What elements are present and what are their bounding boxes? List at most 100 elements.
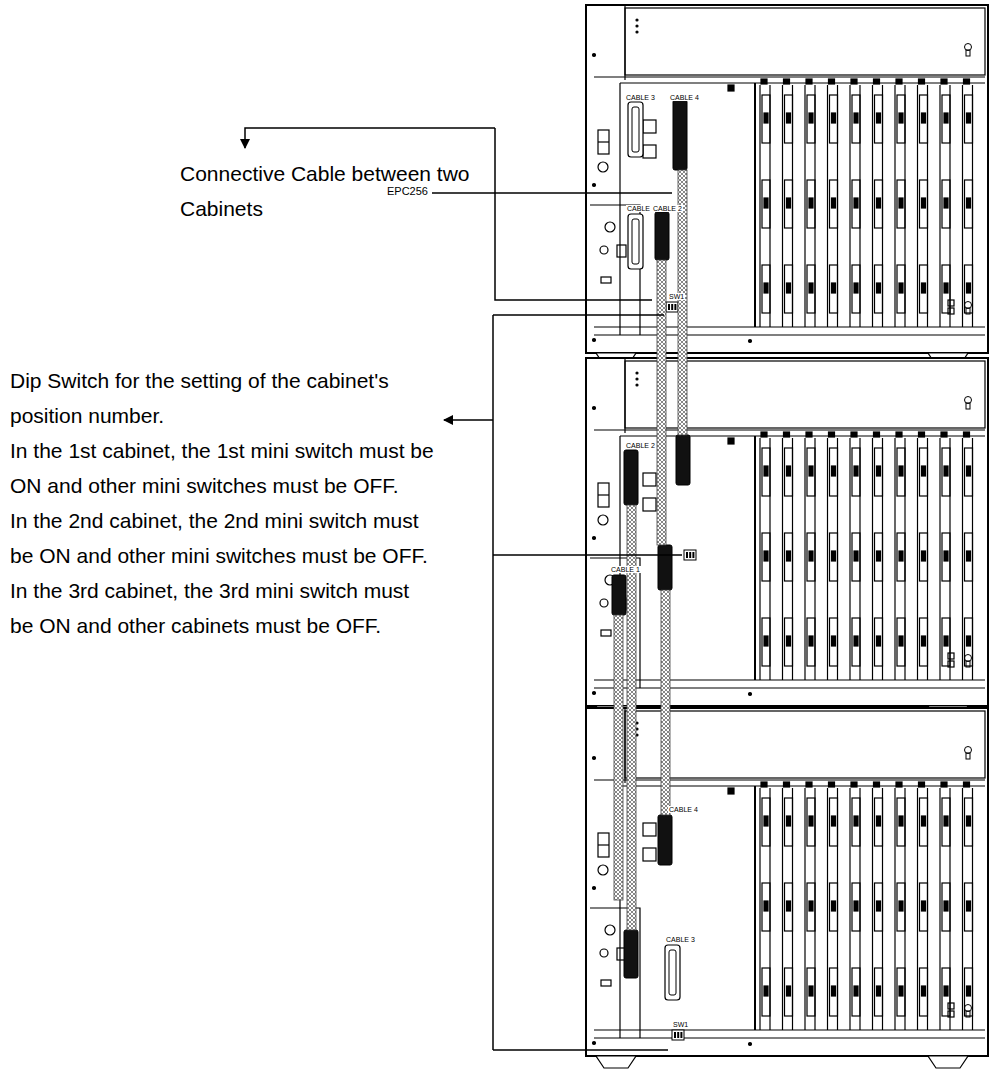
- cabinet-part: [920, 95, 928, 143]
- cabinet-part: [594, 779, 985, 780]
- keyhole: [965, 1005, 972, 1012]
- cabinet-part: [854, 113, 858, 123]
- cabinet-part: [643, 145, 656, 158]
- cabinet-part: [809, 198, 813, 208]
- leader-line: [495, 128, 652, 300]
- cabinet-part: [896, 432, 902, 437]
- cabinet-part: [874, 782, 880, 787]
- cabinet: [586, 358, 988, 718]
- cabinet-part: [939, 85, 940, 327]
- cabinet-part: [829, 79, 835, 84]
- connector-name: CABLE 2: [625, 442, 656, 449]
- connector-name: CABLE 1: [610, 566, 641, 573]
- cabinet-part: [941, 782, 947, 787]
- cabinet-part: [785, 968, 793, 1016]
- cabinet-part: [762, 533, 770, 581]
- cabinet-part: [586, 708, 988, 1056]
- cabinet-part: [920, 265, 928, 313]
- cabinet-part: [964, 79, 970, 84]
- cabinet-part: [899, 636, 903, 646]
- cabinet-part: [830, 95, 838, 143]
- cabinet-part: [877, 198, 881, 208]
- cable-plug: [624, 930, 638, 978]
- cabinet-part: [787, 551, 791, 561]
- cabinet-part: [897, 533, 905, 581]
- cabinet-part: [939, 438, 940, 680]
- cabinet-part: [942, 883, 950, 931]
- leader-line: [493, 314, 664, 316]
- cabinet-part: [787, 816, 791, 826]
- cabinet-part: [922, 466, 926, 476]
- cabinet-part: [875, 883, 883, 931]
- cabinet-part: [807, 265, 815, 313]
- cabinet: [586, 708, 988, 1068]
- dsub-connector: [632, 219, 639, 264]
- cabinet-part: [759, 438, 760, 680]
- cabinet-part: [830, 533, 838, 581]
- cabinet-part: [877, 816, 881, 826]
- cabinet-part: [593, 184, 596, 187]
- cabinet-part: [872, 85, 873, 327]
- cabinet-part: [749, 693, 752, 696]
- cabinet-part: [920, 180, 928, 228]
- cabinet-part: [761, 782, 767, 787]
- cabinet-part: [728, 85, 734, 91]
- cable-plug: [655, 212, 669, 260]
- cabinet-part: [944, 986, 948, 996]
- cabinet-part: [967, 816, 971, 826]
- cabinet-part: [851, 432, 857, 437]
- cabinet-part: [875, 95, 883, 143]
- cabinet-part: [784, 782, 790, 787]
- cabinet-part: [852, 448, 860, 496]
- cabinet-part: [830, 618, 838, 666]
- cabinet-part: [829, 432, 835, 437]
- cabinet-part: [899, 901, 903, 911]
- cabinet-part: [944, 283, 948, 293]
- cabinet-part: [809, 901, 813, 911]
- cabinet-part: [593, 339, 596, 342]
- cabinet-part: [854, 283, 858, 293]
- cabinet-part: [919, 432, 925, 437]
- cabinet-part: [593, 757, 596, 760]
- cabinet-part: [967, 283, 971, 293]
- cabinet-part: [764, 816, 768, 826]
- cabinet-part: [764, 466, 768, 476]
- cabinet-part: [787, 113, 791, 123]
- cabinet-part: [854, 636, 858, 646]
- cabinet-part: [852, 798, 860, 846]
- leader-line: [432, 192, 672, 194]
- cabinet-part: [636, 372, 638, 374]
- cabinet-part: [761, 79, 767, 84]
- cabinet-part: [877, 113, 881, 123]
- cabinet-part: [941, 432, 947, 437]
- connecting-cable: [661, 590, 670, 815]
- cabinet-part: [827, 85, 828, 327]
- cabinet-part: [830, 968, 838, 1016]
- cabinet-part: [594, 1037, 985, 1038]
- cabinet-part: [600, 949, 608, 957]
- cabinet-part: [875, 968, 883, 1016]
- cabinet-part: [804, 85, 805, 327]
- cabinet-part: [897, 618, 905, 666]
- cabinet-part: [594, 687, 985, 688]
- cabinet-part: [620, 435, 985, 436]
- cabinet-part: [965, 618, 973, 666]
- dip-switch: [674, 1032, 676, 1038]
- cabinet-part: [875, 448, 883, 496]
- cabinet-part: [894, 438, 895, 680]
- cabinet-part: [785, 95, 793, 143]
- cabinet-part: [875, 265, 883, 313]
- dip-switch: [692, 552, 694, 558]
- cabinet-part: [593, 54, 596, 57]
- cabinet-part: [754, 436, 756, 680]
- cabinet-part: [965, 448, 973, 496]
- note-text: In the 1st cabinet, the 1st mini switch …: [10, 433, 435, 503]
- keyhole: [966, 308, 970, 314]
- cabinet-part: [967, 551, 971, 561]
- cabinet-part: [598, 162, 608, 172]
- keyhole: [966, 661, 970, 667]
- cabinet-part: [948, 1011, 954, 1017]
- cabinet-part: [922, 901, 926, 911]
- cabinet-part: [785, 265, 793, 313]
- cabinet-part: [782, 85, 783, 327]
